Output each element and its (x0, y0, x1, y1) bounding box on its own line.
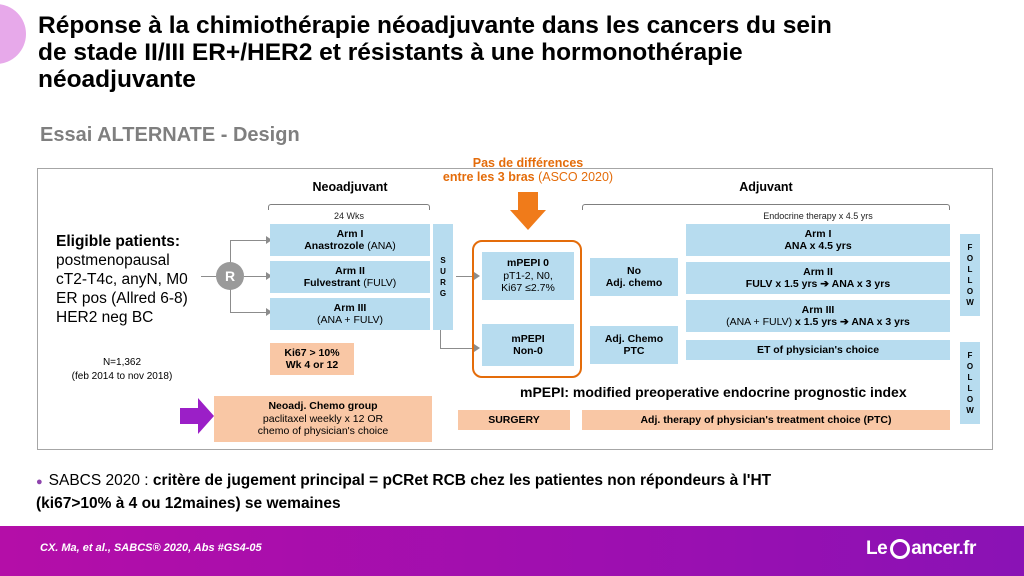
adjuvant-duration: Endocrine therapy x 4.5 yrs (763, 211, 873, 221)
neoadjuvant-weeks: 24 Wks (333, 211, 364, 221)
adj-arm-1: Arm I ANA x 4.5 yrs (686, 224, 950, 256)
surgery-column: S U R G (433, 224, 453, 330)
adj-therapy-bar: Adj. therapy of physician's treatment ch… (582, 410, 950, 430)
neoadjuvant-bracket (268, 204, 430, 210)
neoadjuvant-label: Neoadjuvant (312, 180, 388, 194)
et-physician-choice: ET of physician's choice (686, 340, 950, 360)
no-adj-chemo-box: No Adj. chemo (590, 258, 678, 296)
eligible-patients: Eligible patients: postmenopausal cT2-T4… (56, 233, 188, 326)
mpepi-definition: mPEPI: modified preoperative endocrine p… (520, 384, 907, 400)
slide-subtitle: Essai ALTERNATE - Design (40, 124, 300, 146)
adjuvant-bracket (582, 204, 950, 210)
adj-arm-3: Arm III (ANA + FULV) x 1.5 yrs ➔ ANA x 3… (686, 300, 950, 332)
neo-arm-2: Arm II Fulvestrant (FULV) (270, 261, 430, 293)
adjuvant-label: Adjuvant (739, 180, 793, 194)
logo-c-icon (890, 539, 911, 559)
patient-count: N=1,362 (feb 2014 to nov 2018) (71, 357, 173, 382)
mpepi-highlight-frame (472, 240, 582, 378)
ki67-box: Ki67 > 10% Wk 4 or 12 (270, 343, 354, 375)
mpepi-0-box: mPEPI 0 pT1-2, N0, Ki67 ≤2.7% (482, 252, 574, 300)
neo-arm-3: Arm III (ANA + FULV) (270, 298, 430, 330)
bullet-icon: ● (36, 476, 43, 488)
mpepi-non0-box: mPEPI Non-0 (482, 324, 574, 366)
randomization-circle: R (216, 262, 244, 290)
no-difference-note: Pas de différences entre les 3 bras (ASC… (442, 156, 614, 184)
footer-bar (0, 526, 1024, 576)
footer-reference: CX. Ma, et al., SABCS® 2020, Abs #GS4-05 (40, 542, 262, 554)
slide-title: Réponse à la chimiothérapie néoadjuvante… (38, 12, 832, 93)
primary-endpoint-note: ●SABCS 2020 : critère de jugement princi… (36, 472, 772, 512)
neo-arm-1: Arm I Anastrozole (ANA) (270, 224, 430, 256)
surgery-bar: SURGERY (458, 410, 570, 430)
adj-chemo-box: Adj. Chemo PTC (590, 326, 678, 364)
follow-column-top: F O L L O W (960, 234, 980, 316)
corner-decoration (0, 4, 26, 64)
diagram-frame (37, 168, 993, 450)
follow-column-bottom: F O L L O W (960, 342, 980, 424)
neoadj-chemo-group: Neoadj. Chemo group paclitaxel weekly x … (214, 396, 432, 442)
adj-arm-2: Arm II FULV x 1.5 yrs ➔ ANA x 3 yrs (686, 262, 950, 294)
